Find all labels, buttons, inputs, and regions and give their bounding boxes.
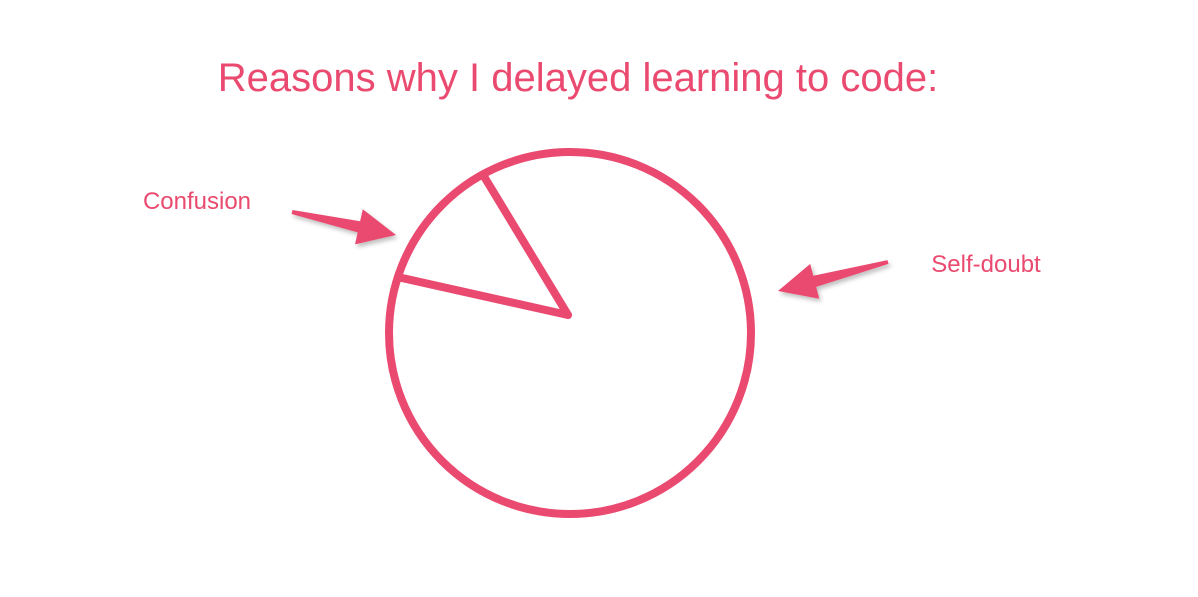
slice-divider-confusion-end	[478, 170, 572, 319]
pie-outline	[385, 148, 755, 518]
self-doubt-arrow-icon	[778, 260, 889, 299]
slice-label-self-doubt: Self-doubt	[931, 251, 1041, 278]
chart-title: Reasons why I delayed learning to code:	[218, 56, 938, 100]
slice-label-confusion: Confusion	[143, 188, 251, 215]
slice-divider-confusion-start	[393, 273, 572, 319]
confusion-arrow-icon	[291, 209, 396, 245]
